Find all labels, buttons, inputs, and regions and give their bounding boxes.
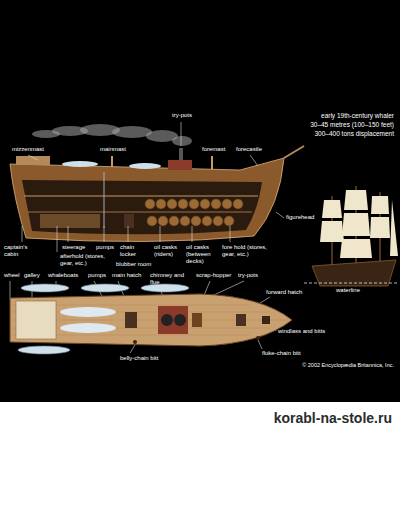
part-label: captain's cabin (4, 244, 34, 258)
part-label: pumps (88, 272, 106, 279)
part-label: belly-chain bitt (120, 355, 158, 362)
part-label: try-pots (238, 272, 258, 279)
part-label: waterline (336, 287, 360, 294)
part-label: pumps (96, 244, 114, 251)
side-view-ship (10, 146, 304, 242)
part-label: mainmast (100, 146, 126, 153)
smoke (32, 124, 192, 146)
part-label: whaleboats (48, 272, 78, 279)
watermark: korabl-na-stole.ru (274, 410, 392, 426)
part-label: forward hatch (266, 289, 302, 296)
part-label: windlass and bitts (278, 328, 325, 335)
part-label: chain locker (120, 244, 150, 258)
part-label: wheel (4, 272, 20, 279)
part-label: chimney and flue (150, 272, 188, 286)
black-ground (0, 0, 400, 402)
part-label: afterhold (stores, gear, etc.) (60, 253, 116, 267)
part-label: steerage (62, 244, 85, 251)
title-line: early 19th-century whaler (321, 112, 394, 119)
part-label: blubber room (116, 261, 151, 268)
title-line: 300–400 tons displacement (314, 130, 394, 137)
part-label: try-pots (172, 112, 192, 119)
part-label: forecastle (236, 146, 262, 153)
part-label: mizzenmast (12, 146, 44, 153)
title-line: 30–45 metres (100–150 feet) (310, 121, 394, 128)
deck-plan (10, 284, 292, 354)
small-ship (304, 186, 398, 286)
part-label: scrap-hopper (196, 272, 231, 279)
part-label: foremast (202, 146, 225, 153)
part-label: galley (24, 272, 40, 279)
part-label: fluke-chain bitt (262, 350, 301, 357)
part-label: figurehead (286, 214, 314, 221)
part-label: fore hold (stores, gear, etc.) (222, 244, 268, 258)
part-label: oil casks (between decks) (186, 244, 220, 265)
part-label: © 2002 Encyclopædia Britannica, Inc. (302, 362, 394, 368)
part-label: main hatch (112, 272, 141, 279)
part-label: oil casks (riders) (154, 244, 184, 258)
